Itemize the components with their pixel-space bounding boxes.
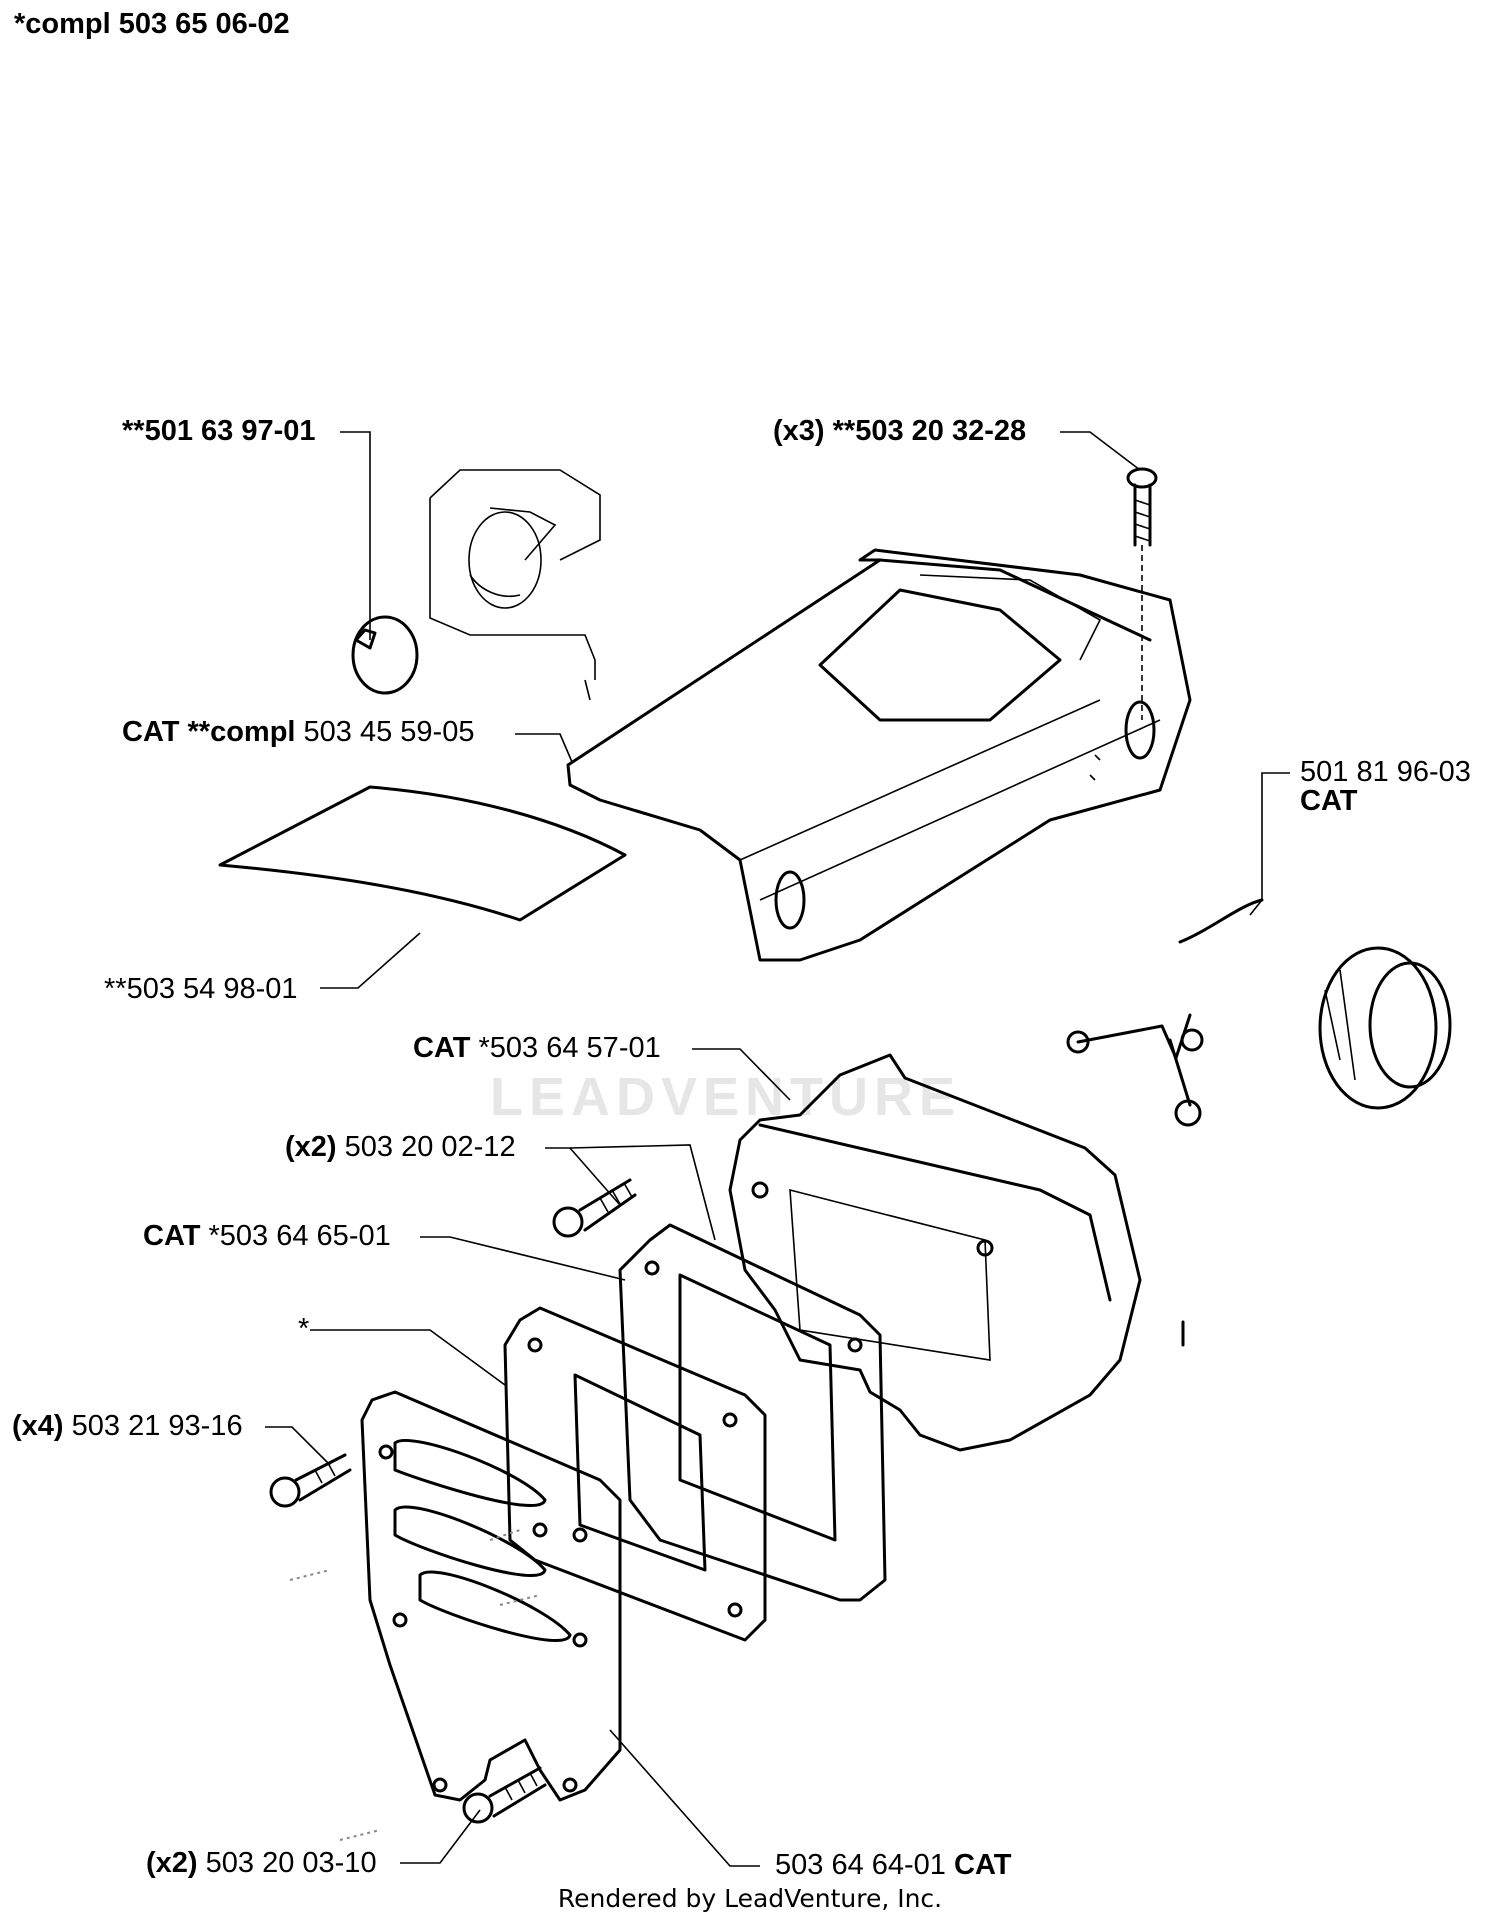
callout-muffler-body: CAT *503 64 57-01 — [413, 1032, 661, 1064]
callout-screw-x2-a: (x2) 503 20 02-12 — [285, 1131, 516, 1163]
callout-screw-x2-b: (x2) 503 20 03-10 — [146, 1847, 377, 1879]
callout-muffler-cover: 503 64 64-01 CAT — [775, 1849, 1012, 1881]
screw-cover-part — [1126, 467, 1158, 720]
callout-screw-x4: (x4) 503 21 93-16 — [12, 1410, 243, 1442]
filter-sheet-part — [218, 785, 627, 922]
footer-credit: Rendered by LeadVenture, Inc. — [557, 1884, 943, 1913]
screw-x2-b-part — [462, 1766, 547, 1824]
callout-filter-sheet: **503 54 98-01 — [104, 973, 298, 1005]
cylinder-cover-part — [566, 548, 1192, 962]
inner-plate-part — [503, 1306, 767, 1642]
screw-x4-part — [269, 1453, 541, 1841]
muffler-body-part — [728, 1053, 1185, 1452]
callout-oil-cap: **501 63 97-01 — [122, 415, 316, 447]
diagram-header: *compl 503 65 06-02 — [14, 8, 290, 40]
watermark: LEADVENTURE — [490, 1067, 962, 1127]
muffler-cover-part — [360, 1390, 622, 1802]
callout-screw-cover: (x3) **503 20 32-28 — [773, 415, 1027, 447]
screw-x2-a-part — [552, 1178, 637, 1238]
leader-lines — [265, 431, 1290, 1867]
fuel-cap-part — [1066, 898, 1452, 1127]
callout-star-plate: * — [298, 1313, 310, 1345]
gasket-part — [618, 1223, 887, 1602]
engine-outline — [429, 469, 601, 701]
callout-cylinder-cover: CAT **compl 503 45 59-05 — [122, 716, 475, 748]
callout-gasket: CAT *503 64 65-01 — [143, 1220, 391, 1252]
oil-cap-part — [351, 615, 419, 695]
